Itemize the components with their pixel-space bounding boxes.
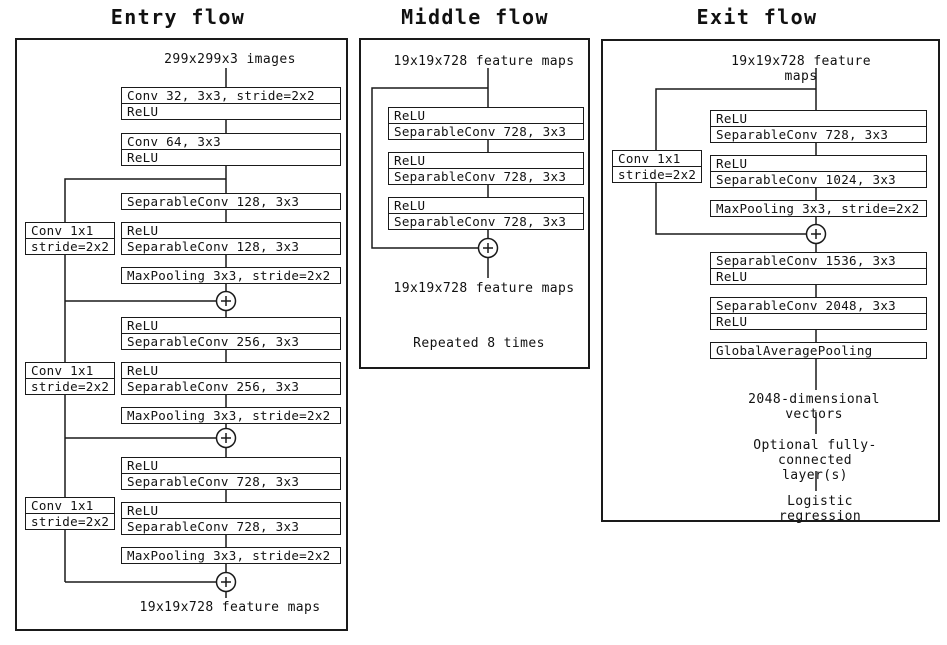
vectors-label: 2048-dimensional vectors (748, 392, 880, 422)
layer-box: ReLU SeparableConv 728, 3x3 (121, 502, 341, 535)
layer-box: ReLU SeparableConv 728, 3x3 (121, 457, 341, 490)
add-node (477, 237, 499, 259)
middle-flow-title: Middle flow (401, 5, 549, 29)
layer-box: MaxPooling 3x3, stride=2x2 (121, 267, 341, 284)
middle-input-label: 19x19x728 feature maps (393, 54, 575, 69)
layer-row: SeparableConv 728, 3x3 (122, 518, 340, 534)
layer-box: GlobalAveragePooling (710, 342, 927, 359)
entry-skip-connections (64, 178, 226, 583)
layer-box: ReLU SeparableConv 728, 3x3 (388, 197, 584, 230)
layer-row: SeparableConv 1024, 3x3 (711, 171, 926, 187)
layer-row: MaxPooling 3x3, stride=2x2 (127, 548, 331, 563)
middle-skip-connection (371, 87, 488, 249)
layer-row: Conv 1x1 (31, 363, 94, 378)
layer-row: ReLU (716, 156, 748, 171)
entry-input-label: 299x299x3 images (164, 52, 296, 67)
layer-row: SeparableConv 728, 3x3 (122, 473, 340, 489)
entry-output-label: 19x19x728 feature maps (139, 600, 321, 615)
layer-row: ReLU (711, 268, 926, 284)
middle-output-label: 19x19x728 feature maps (393, 281, 575, 296)
entry-flow-panel (15, 38, 348, 631)
layer-box: MaxPooling 3x3, stride=2x2 (710, 200, 927, 217)
layer-box: ReLU SeparableConv 728, 3x3 (710, 110, 927, 143)
optional-fc-label: Optional fully-connected layer(s) (753, 438, 877, 483)
layer-row: stride=2x2 (26, 238, 114, 254)
layer-box: Conv 64, 3x3 ReLU (121, 133, 341, 166)
layer-row: ReLU (122, 149, 340, 165)
exit-flow-title: Exit flow (696, 5, 818, 29)
layer-row: ReLU (127, 223, 159, 238)
layer-row: SeparableConv 728, 3x3 (389, 123, 583, 139)
layer-row: SeparableConv 2048, 3x3 (716, 298, 896, 313)
layer-box: ReLU SeparableConv 1024, 3x3 (710, 155, 927, 188)
layer-row: Conv 64, 3x3 (127, 134, 221, 149)
layer-row: ReLU (122, 103, 340, 119)
residual-conv-box: Conv 1x1 stride=2x2 (612, 150, 702, 183)
middle-flow-panel (359, 38, 590, 369)
layer-row: stride=2x2 (613, 166, 701, 182)
layer-row: SeparableConv 128, 3x3 (127, 194, 300, 209)
layer-row: ReLU (716, 111, 748, 126)
residual-conv-box: Conv 1x1 stride=2x2 (25, 497, 115, 530)
layer-box: ReLU SeparableConv 256, 3x3 (121, 362, 341, 395)
layer-row: SeparableConv 728, 3x3 (389, 168, 583, 184)
layer-box: ReLU SeparableConv 128, 3x3 (121, 222, 341, 255)
layer-row: SeparableConv 256, 3x3 (122, 378, 340, 394)
repeat-note: Repeated 8 times (413, 336, 545, 351)
layer-row: ReLU (711, 313, 926, 329)
layer-row: MaxPooling 3x3, stride=2x2 (716, 201, 920, 216)
layer-row: stride=2x2 (26, 513, 114, 529)
add-node (805, 223, 827, 245)
add-node (215, 427, 237, 449)
residual-conv-box: Conv 1x1 stride=2x2 (25, 222, 115, 255)
layer-row: ReLU (394, 198, 426, 213)
layer-row: ReLU (127, 318, 159, 333)
layer-row: SeparableConv 128, 3x3 (122, 238, 340, 254)
layer-row: Conv 1x1 (31, 223, 94, 238)
layer-box: SeparableConv 2048, 3x3 ReLU (710, 297, 927, 330)
layer-box: MaxPooling 3x3, stride=2x2 (121, 547, 341, 564)
layer-row: MaxPooling 3x3, stride=2x2 (127, 268, 331, 283)
layer-box: MaxPooling 3x3, stride=2x2 (121, 407, 341, 424)
layer-box: Conv 32, 3x3, stride=2x2 ReLU (121, 87, 341, 120)
exit-input-label: 19x19x728 feature maps (731, 54, 871, 84)
layer-box: ReLU SeparableConv 728, 3x3 (388, 152, 584, 185)
layer-row: GlobalAveragePooling (716, 343, 873, 358)
layer-row: Conv 32, 3x3, stride=2x2 (127, 88, 315, 103)
entry-flow-title: Entry flow (110, 5, 246, 29)
layer-row: ReLU (394, 153, 426, 168)
layer-row: SeparableConv 1536, 3x3 (716, 253, 896, 268)
exit-flow-panel (601, 39, 940, 522)
residual-conv-box: Conv 1x1 stride=2x2 (25, 362, 115, 395)
layer-box: ReLU SeparableConv 728, 3x3 (388, 107, 584, 140)
layer-row: SeparableConv 728, 3x3 (389, 213, 583, 229)
layer-box: SeparableConv 1536, 3x3 ReLU (710, 252, 927, 285)
layer-row: SeparableConv 256, 3x3 (122, 333, 340, 349)
layer-box: ReLU SeparableConv 256, 3x3 (121, 317, 341, 350)
layer-box: SeparableConv 128, 3x3 (121, 193, 341, 210)
layer-row: stride=2x2 (26, 378, 114, 394)
layer-row: ReLU (394, 108, 426, 123)
add-node (215, 290, 237, 312)
layer-row: Conv 1x1 (31, 498, 94, 513)
layer-row: ReLU (127, 458, 159, 473)
logistic-regression-label: Logistic regression (778, 494, 862, 524)
add-node (215, 571, 237, 593)
layer-row: ReLU (127, 363, 159, 378)
layer-row: Conv 1x1 (618, 151, 681, 166)
layer-row: SeparableConv 728, 3x3 (711, 126, 926, 142)
layer-row: MaxPooling 3x3, stride=2x2 (127, 408, 331, 423)
layer-row: ReLU (127, 503, 159, 518)
